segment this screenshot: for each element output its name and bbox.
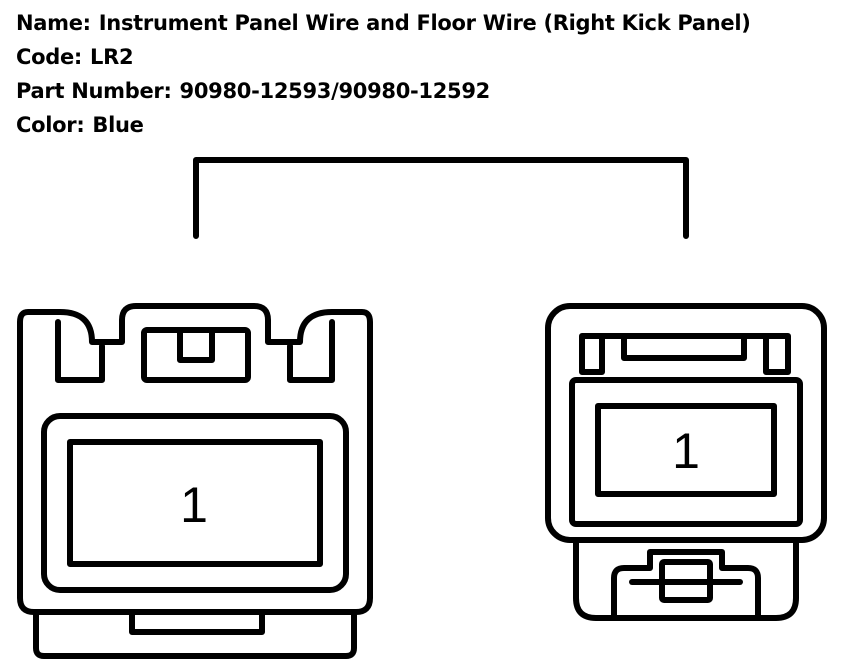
right-bottom-housing <box>573 537 799 621</box>
name-row: Name: Instrument Panel Wire and Floor Wir… <box>16 6 751 40</box>
name-label: Name: <box>16 11 91 35</box>
left-cavity-outer <box>41 413 349 593</box>
right-cavity-inner <box>595 403 777 497</box>
left-bottom-key <box>129 611 265 635</box>
left-latch-left <box>55 319 105 383</box>
right-top-key <box>579 333 791 375</box>
left-bottom-rail <box>33 611 357 659</box>
connector-info: Name: Instrument Panel Wire and Floor Wir… <box>16 6 751 142</box>
right-connector-body <box>545 303 827 543</box>
part-number-value: 90980-12593/90980-12592 <box>179 79 491 103</box>
left-cavity-inner <box>67 439 323 567</box>
color-value: Blue <box>92 113 144 137</box>
left-lock-tab <box>141 327 251 383</box>
color-label: Color: <box>16 113 85 137</box>
color-row: Color: Blue <box>16 108 751 142</box>
code-value: LR2 <box>90 45 134 69</box>
left-connector-body <box>17 303 373 615</box>
connection-bracket <box>193 157 689 239</box>
left-pin-number: 1 <box>180 477 208 533</box>
right-lock-housing <box>611 549 761 621</box>
code-row: Code: LR2 <box>16 40 751 74</box>
left-connector: 1 <box>17 303 373 659</box>
name-value: Instrument Panel Wire and Floor Wire (Ri… <box>98 11 751 35</box>
right-cavity-outer <box>569 377 803 527</box>
part-number-row: Part Number: 90980-12593/90980-12592 <box>16 74 751 108</box>
right-connector: 1 <box>545 303 827 621</box>
right-pin-number: 1 <box>672 423 700 479</box>
part-number-label: Part Number: <box>16 79 172 103</box>
left-latch-right <box>287 319 335 383</box>
code-label: Code: <box>16 45 83 69</box>
left-lock-tab-inner <box>177 327 215 363</box>
